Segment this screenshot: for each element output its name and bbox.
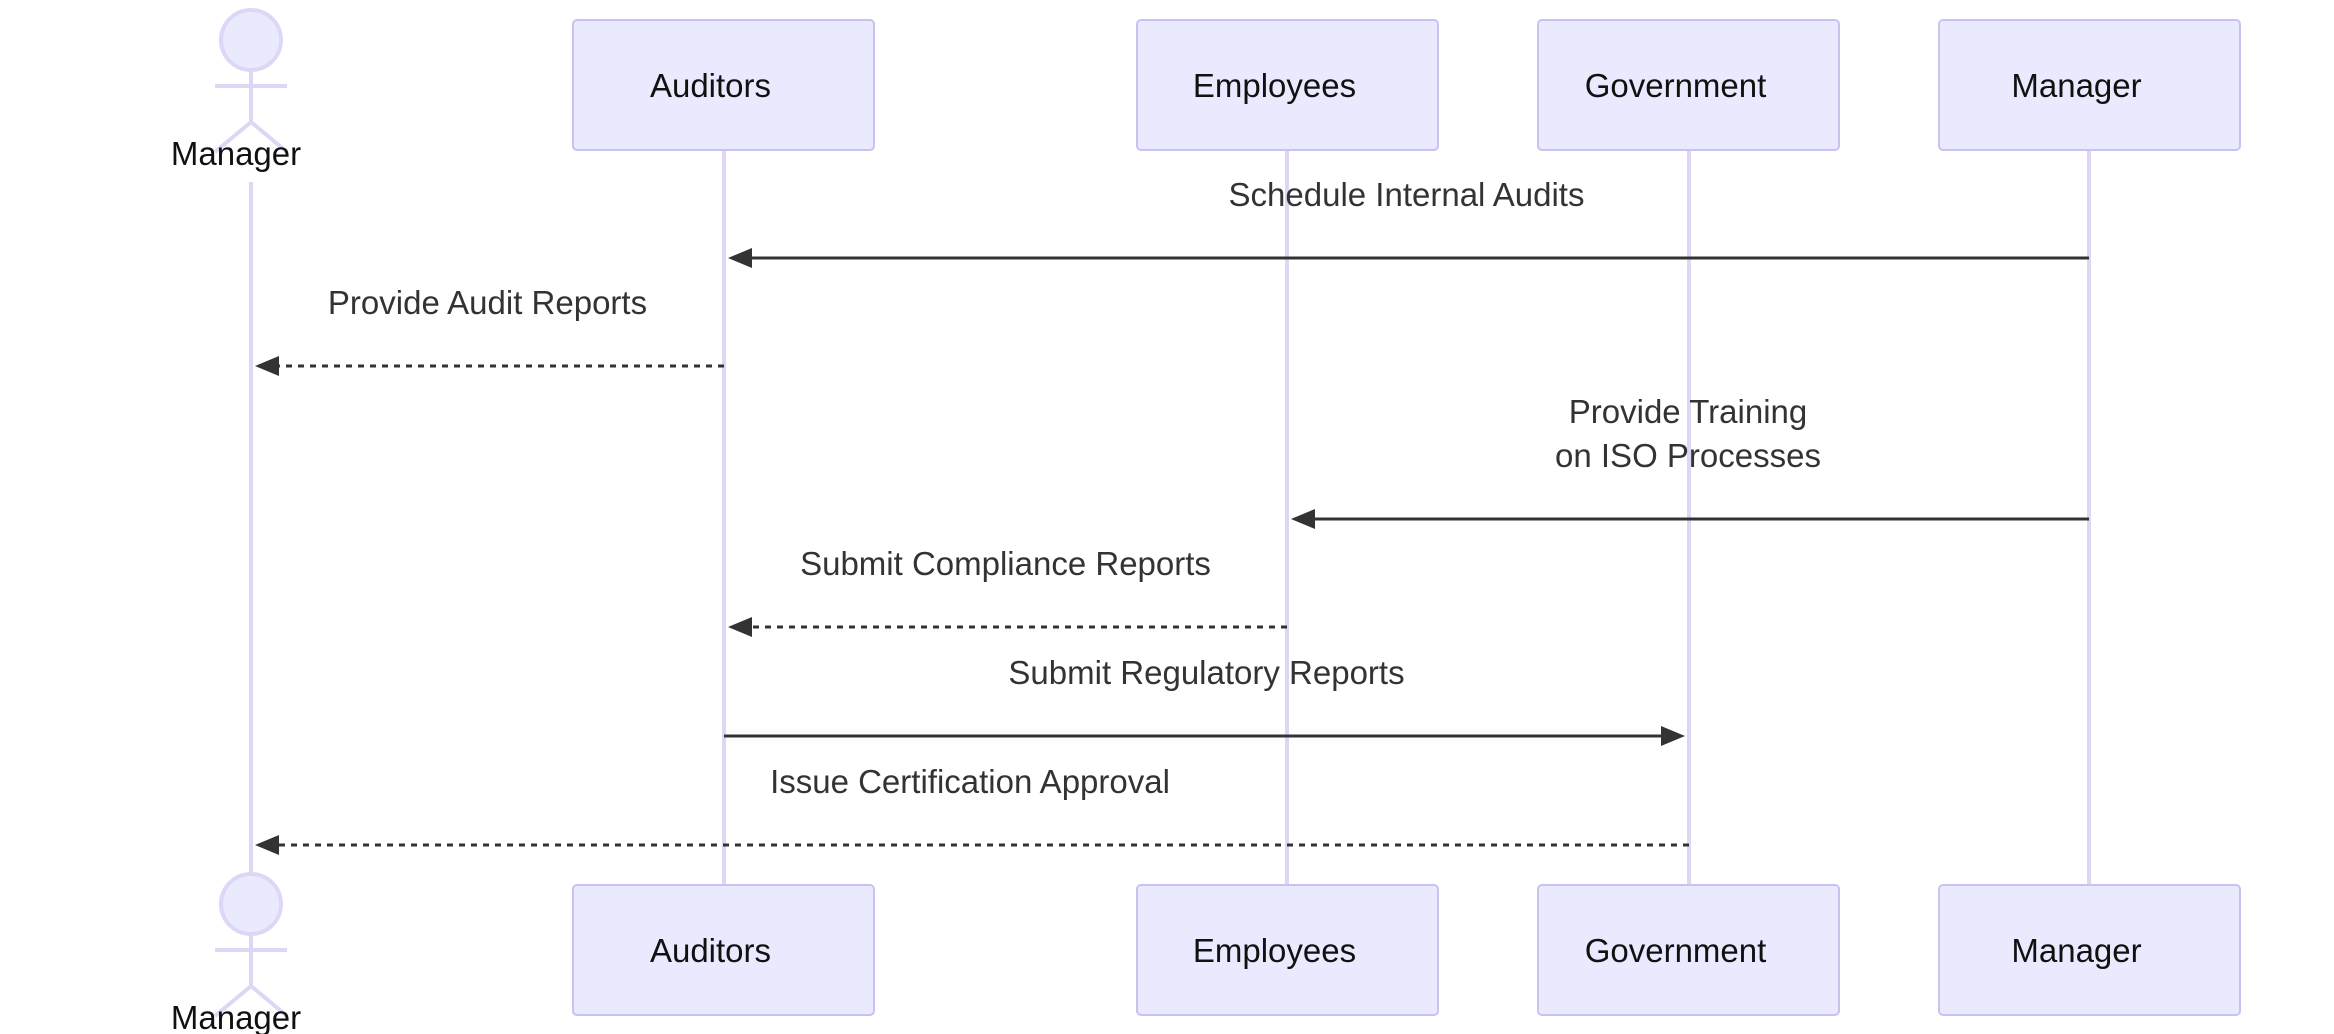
participant-top-manager-box: Manager <box>1938 19 2241 151</box>
participant-label: Employees <box>1193 932 1356 969</box>
actor-head-icon <box>219 872 283 936</box>
participant-label: Government <box>1585 67 1767 104</box>
message-label: on ISO Processes <box>1555 437 1821 474</box>
participant-label: Auditors <box>650 67 771 104</box>
message-2: Provide Audit Reports <box>255 284 724 376</box>
actor-label: Manager <box>171 135 301 172</box>
arrowhead-icon <box>728 617 752 637</box>
actor-right-leg <box>249 984 289 1018</box>
arrowhead-icon <box>255 835 279 855</box>
participant-box <box>1136 19 1439 151</box>
participant-top-auditors: Auditors <box>572 19 875 151</box>
participant-label: Employees <box>1193 67 1356 104</box>
actor-label: Manager <box>171 999 301 1034</box>
participant-box <box>1136 884 1439 1016</box>
actor-left-leg <box>213 984 253 1018</box>
actor-right-leg <box>249 120 289 154</box>
participant-box <box>572 884 875 1016</box>
actor-manager-top: Manager <box>171 8 301 172</box>
participant-top-government: Government <box>1537 19 1840 151</box>
message-3: Provide Training on ISO Processes <box>1291 393 2089 529</box>
participant-box <box>1938 19 2241 151</box>
message-4: Submit Compliance Reports <box>728 545 1287 637</box>
actor-manager-bottom: Manager <box>171 872 301 1034</box>
actor-head-icon <box>219 8 283 72</box>
message-label: Submit Regulatory Reports <box>1008 654 1404 691</box>
arrowhead-icon <box>255 356 279 376</box>
message-6: Issue Certification Approval <box>255 763 1689 855</box>
participant-bottom-manager-box: Manager <box>1938 884 2241 1016</box>
participant-box <box>572 19 875 151</box>
participant-bottom-auditors: Auditors <box>572 884 875 1016</box>
participant-top-employees: Employees <box>1136 19 1439 151</box>
message-label: Submit Compliance Reports <box>800 545 1211 582</box>
participant-label: Government <box>1585 932 1767 969</box>
participant-box <box>1537 884 1840 1016</box>
participant-label: Manager <box>2011 67 2141 104</box>
message-1: Schedule Internal Audits <box>728 176 2089 268</box>
message-label: Provide Audit Reports <box>328 284 647 321</box>
participant-label: Manager <box>2011 932 2141 969</box>
actor-left-leg <box>213 120 253 154</box>
message-label: Schedule Internal Audits <box>1229 176 1585 213</box>
participant-bottom-employees: Employees <box>1136 884 1439 1016</box>
arrowhead-icon <box>1291 509 1315 529</box>
participant-bottom-government: Government <box>1537 884 1840 1016</box>
message-label: Provide Training <box>1569 393 1807 430</box>
participant-label: Auditors <box>650 932 771 969</box>
participant-box <box>1537 19 1840 151</box>
arrowhead-icon <box>1661 726 1685 746</box>
participant-box <box>1938 884 2241 1016</box>
message-5: Submit Regulatory Reports <box>724 654 1685 746</box>
message-label: Issue Certification Approval <box>770 763 1170 800</box>
arrowhead-icon <box>728 248 752 268</box>
